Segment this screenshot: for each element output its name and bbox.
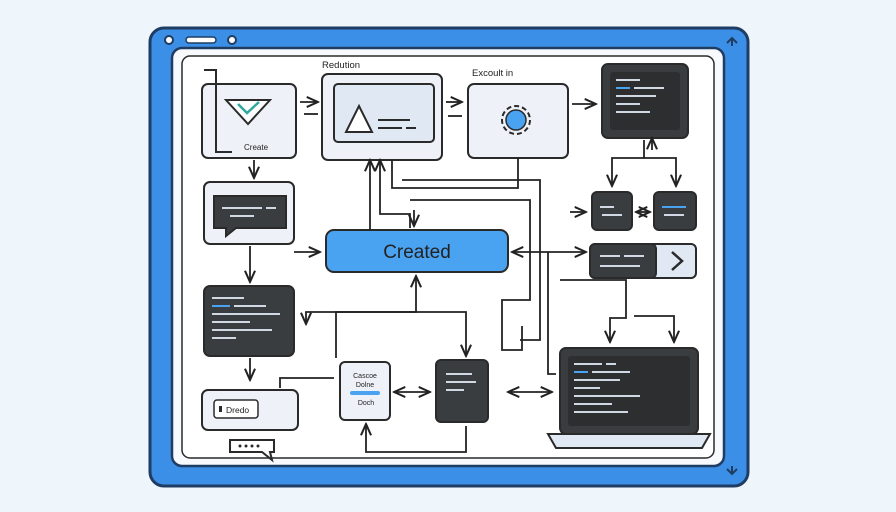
up-arrow-icon[interactable] — [726, 36, 738, 46]
redution-caption: Redution — [322, 60, 360, 71]
create-card[interactable]: Create — [201, 69, 297, 159]
chevron-right-icon[interactable] — [671, 251, 684, 271]
terminal-left[interactable] — [203, 285, 295, 357]
window-dot-bar — [185, 36, 217, 44]
connectors — [250, 102, 676, 453]
terminal-top-right[interactable] — [601, 63, 689, 139]
chat-card-dark[interactable] — [203, 181, 295, 245]
create-label: Create — [244, 143, 269, 152]
down-arrow-icon[interactable] — [726, 466, 738, 476]
window-dot-max[interactable] — [227, 35, 237, 45]
window-controls[interactable] — [164, 35, 237, 45]
cascade-line2: Dolne — [356, 382, 374, 389]
speech-bubble-small — [229, 439, 275, 463]
cascade-card[interactable]: Cascoe Dolne Doch — [339, 361, 391, 421]
next-bar[interactable] — [589, 243, 697, 279]
chip-left[interactable] — [591, 191, 633, 231]
excoult-caption: Excoult in — [472, 68, 513, 79]
warning-triangle-icon — [344, 103, 374, 133]
chip-right[interactable] — [653, 191, 697, 231]
window-dot-close[interactable] — [164, 35, 174, 45]
cascade-line1: Cascoe — [353, 373, 377, 380]
laptop[interactable] — [546, 347, 712, 449]
dredo-card[interactable]: Dredo — [201, 389, 299, 431]
excoult-card[interactable] — [467, 83, 569, 159]
created-button[interactable]: Created — [325, 229, 509, 273]
check-triangle-icon — [223, 99, 273, 126]
dredo-label: Dredo — [226, 405, 249, 415]
redution-card[interactable] — [321, 73, 443, 161]
center-dark-chip[interactable] — [435, 359, 489, 423]
created-button-label: Created — [383, 242, 451, 263]
gear-icon — [501, 105, 531, 135]
cascade-line3: Doch — [358, 400, 374, 407]
